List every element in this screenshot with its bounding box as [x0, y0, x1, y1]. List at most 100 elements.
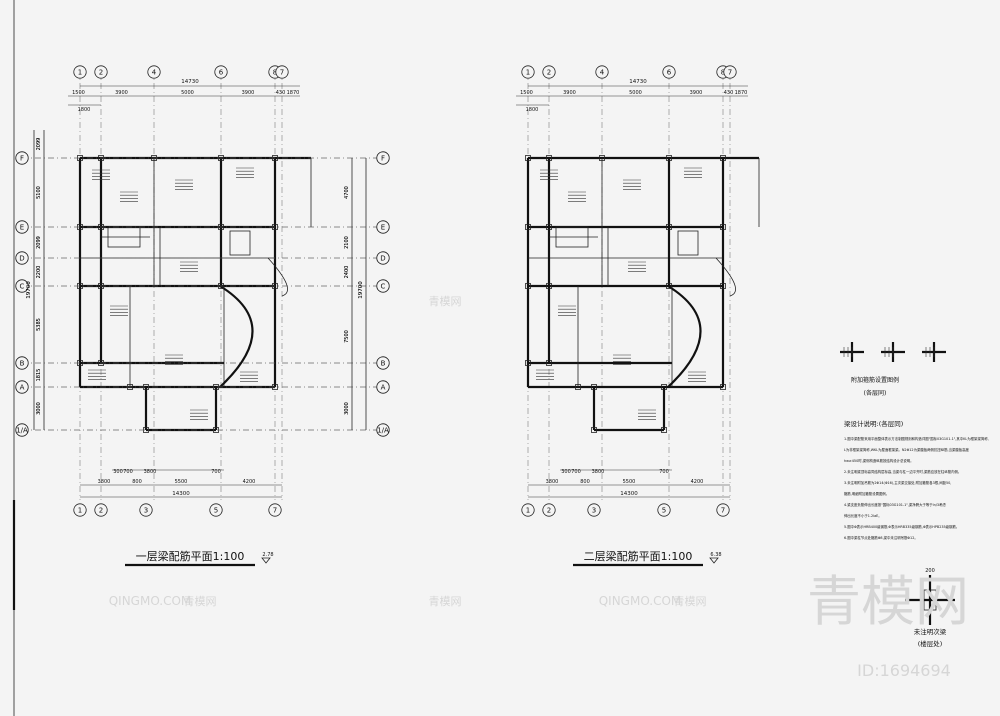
axis-circle: [94, 503, 108, 517]
elevation-marker: [709, 557, 719, 564]
plan-title: 二层梁配筋平面1:100: [584, 549, 693, 563]
top-dim-1: 3900: [563, 90, 576, 96]
bottom-sub-dim-3: 700: [659, 469, 669, 475]
bottom-axis-3: 3: [587, 503, 601, 517]
top-dim-4: 430: [276, 90, 286, 96]
column-14: [546, 360, 552, 366]
curved-bay-beam: [219, 285, 254, 388]
detail-subcaption: (楼层处): [918, 639, 943, 648]
beam-outline: [525, 155, 760, 433]
left-axis-5: A: [15, 380, 29, 394]
axis-label: 6: [219, 69, 224, 77]
beam-outline: [77, 155, 312, 433]
axis-label: 8: [721, 69, 725, 77]
axis-label: 1: [526, 507, 530, 515]
bottom-dim-0: 3800: [98, 479, 111, 485]
column-1: [546, 155, 552, 161]
axis-circle: [376, 151, 390, 165]
right-axis-6: 1/A: [376, 423, 390, 437]
watermark-site-1: QINGMO.COM: [599, 594, 682, 608]
detail-caption: 未注明次梁: [914, 627, 947, 636]
elevation-marker: [261, 557, 271, 564]
right-dim-1: 2100: [344, 236, 350, 249]
bottom-dim-3: 4200: [243, 479, 256, 485]
axis-circle: [15, 380, 29, 394]
left-dim-5: 1815: [36, 369, 42, 382]
bottom-dim-0: 3800: [546, 479, 559, 485]
bottom-sub-dim-0: 300: [561, 469, 571, 475]
right-axis-5: A: [376, 380, 390, 394]
axis-label: C: [381, 283, 386, 291]
axis-label: A: [20, 384, 25, 392]
notes-line-5: 箍筋,明细附加箍筋设置图例。: [844, 491, 889, 496]
notes-line-9: 6.图中梁柱节点处箍筋Φ8,梁中未注明吊筋Φ12。: [844, 535, 918, 540]
axis-circle: [275, 65, 289, 79]
axis-circle: [94, 65, 108, 79]
notes-title: 梁设计说明:(各层同): [844, 419, 903, 428]
column-10: [546, 283, 552, 289]
axis-circle: [209, 503, 223, 517]
axis-circle: [662, 65, 676, 79]
axis-label: 2: [99, 69, 103, 77]
axis-label: 2: [547, 507, 551, 515]
axis-label: A: [381, 384, 386, 392]
left-axis-2: D: [15, 251, 29, 265]
design-notes: 梁设计说明:(各层同) 1.图中梁配筋采用平面整体表示方法制图规则和构造详图"国标…: [844, 419, 989, 540]
axis-label: 3: [144, 507, 148, 515]
bottom-sub-dim-3: 700: [211, 469, 221, 475]
notes-line-8: 5.图中Φ表示HRB400级钢筋,Φ表示HRB335级钢筋,Φ表示HPB235级…: [844, 524, 959, 529]
top-dim-3: 3900: [690, 90, 703, 96]
axis-label: E: [381, 224, 385, 232]
axis-label: 7: [280, 69, 284, 77]
right-axis-2: D: [376, 251, 390, 265]
notes-line-1: L为非框架梁简称,WKL为屋面框架梁。N2Φ12为梁腹板两侧抗扭纵筋,当梁腹板高…: [844, 447, 970, 452]
axis-circle: [657, 503, 671, 517]
column-4: [720, 155, 726, 161]
column-0: [525, 155, 531, 161]
axis-circle: [716, 503, 730, 517]
left-axis-1: E: [15, 220, 29, 234]
axis-circle: [376, 251, 390, 265]
room-small: [229, 230, 251, 256]
right-dim-total: 19700: [358, 281, 364, 299]
right-axis-0: F: [376, 151, 390, 165]
left-axis-3: C: [15, 279, 29, 293]
legend-subcaption: (各层同): [864, 389, 887, 397]
top-dim-0: 1500: [520, 90, 533, 96]
column-16: [720, 384, 726, 390]
top-axis-7: 7: [275, 65, 289, 79]
axis-circle: [521, 503, 535, 517]
axis-circle: [723, 65, 737, 79]
axis-circle: [268, 503, 282, 517]
axis-label: D: [380, 255, 385, 263]
axis-label: D: [19, 255, 24, 263]
left-dim-0: 2099: [36, 138, 42, 151]
axis-label: C: [20, 283, 25, 291]
column-20: [661, 384, 667, 390]
column-12: [720, 283, 726, 289]
axis-label: 4: [152, 69, 157, 77]
left-dim-5: 1815: [36, 369, 42, 382]
detail-dim: 200: [925, 568, 935, 574]
axis-label: 1: [526, 69, 530, 77]
axis-label: 4: [600, 69, 605, 77]
curved-bay-top: [715, 257, 736, 297]
left-dim-0: 2099: [36, 138, 42, 151]
axis-label: 7: [721, 507, 725, 515]
axis-circle: [73, 65, 87, 79]
right-dim-0: 4700: [344, 186, 350, 199]
axis-label: E: [20, 224, 24, 232]
axis-circle: [376, 423, 390, 437]
bottom-axis-7: 7: [268, 503, 282, 517]
axis-circle: [15, 151, 29, 165]
notes-line-6: 4.梁支座负筋伸出长度按"国标03G101-1",梁净跨大于等于ln/3考虑: [844, 502, 946, 507]
bottom-dim-1: 800: [580, 479, 590, 485]
curved-bay-beam: [667, 285, 702, 388]
notes-line-0: 1.图中梁配筋采用平面整体表示方法制图规则和构造详图"国标03G101-1",其…: [844, 436, 989, 441]
bottom-dim-total: 14300: [620, 491, 638, 497]
column-15: [575, 384, 581, 390]
left-axis-6: 1/A: [15, 423, 29, 437]
notes-line-4: 3.未注明附加吊筋为2Φ14(Φ16),主次梁交接处,附加箍筋各3根,间距50,: [844, 480, 951, 485]
axis-label: 5: [214, 507, 218, 515]
